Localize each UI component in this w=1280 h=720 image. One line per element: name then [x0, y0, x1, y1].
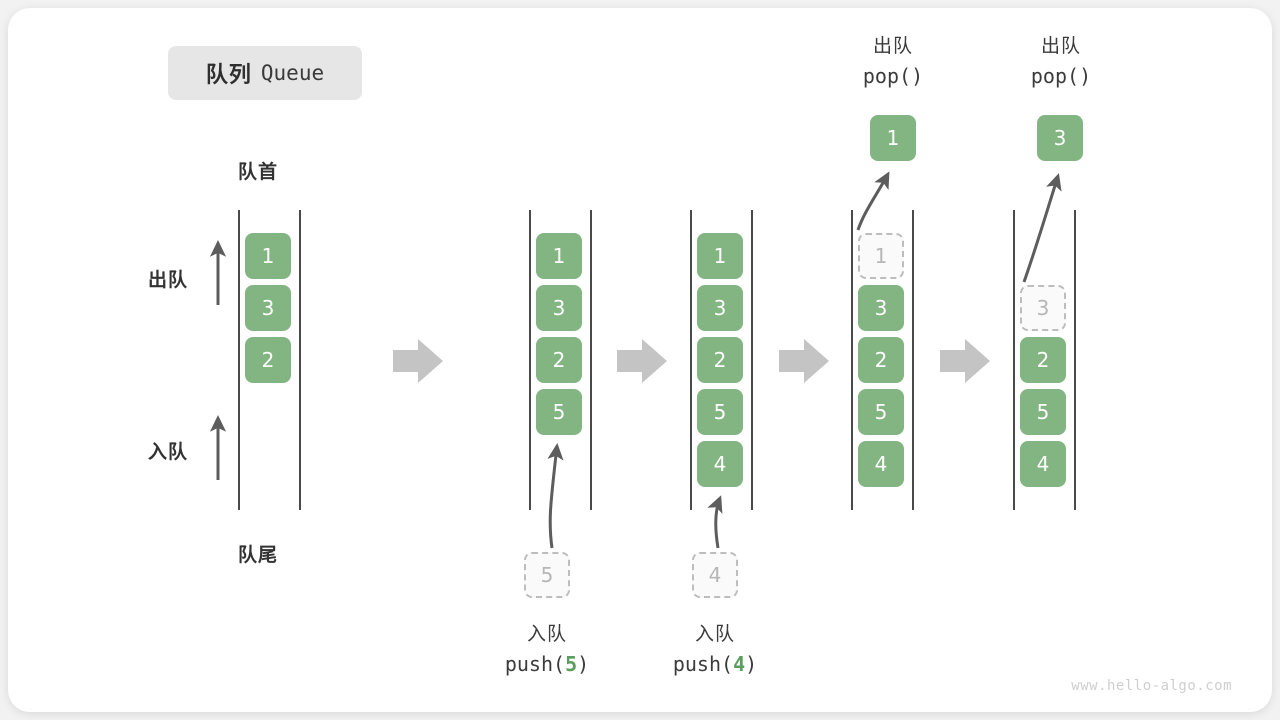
queue-element: 4: [858, 441, 904, 487]
operation-label-code: push(5): [504, 652, 590, 677]
figure-title-cn: 队列: [205, 63, 252, 88]
figure-title-en: Queue: [260, 61, 325, 85]
popped-element: 1: [870, 115, 916, 161]
queue-rail-left-3: [690, 210, 692, 510]
label-enqueue-direction: 入队: [148, 441, 189, 463]
label-dequeue-direction: 出队: [148, 269, 189, 291]
queue-element: 3: [536, 285, 582, 331]
popped-element: 3: [1037, 115, 1083, 161]
figure-card: [8, 8, 1272, 712]
queue-rail-left-4: [851, 210, 853, 510]
queue-element: 3: [245, 285, 291, 331]
incoming-element-ghost: 4: [692, 552, 738, 598]
label-queue-tail: 队尾: [238, 544, 279, 566]
operation-label-cn: 出队: [1040, 35, 1081, 57]
queue-rail-left-2: [529, 210, 531, 510]
queue-rail-right-5: [1074, 210, 1076, 510]
operation-label-code: push(4): [672, 652, 758, 677]
operation-label-code: pop(): [1030, 64, 1092, 89]
queue-element: 3: [697, 285, 743, 331]
queue-element-pushed: 4: [697, 441, 743, 487]
queue-element: 2: [858, 337, 904, 383]
label-queue-head: 队首: [238, 161, 279, 183]
incoming-element-ghost: 5: [524, 552, 570, 598]
queue-element: 5: [858, 389, 904, 435]
queue-rail-left-5: [1013, 210, 1015, 510]
operation-label-cn: 入队: [694, 623, 735, 645]
queue-rail-right-3: [751, 210, 753, 510]
queue-element: 2: [536, 337, 582, 383]
queue-element: 1: [697, 233, 743, 279]
operation-label-push-4: 入队 push(4): [634, 620, 796, 680]
popped-slot-ghost: 3: [1020, 285, 1066, 331]
queue-rail-left-1: [238, 210, 240, 510]
queue-element: 5: [1020, 389, 1066, 435]
figure-title-badge: 队列 Queue: [168, 46, 362, 100]
queue-rail-right-2: [590, 210, 592, 510]
queue-element-pushed: 5: [536, 389, 582, 435]
popped-slot-ghost: 1: [858, 233, 904, 279]
operation-label-push-5: 入队 push(5): [466, 620, 628, 680]
queue-element: 5: [697, 389, 743, 435]
queue-element: 2: [245, 337, 291, 383]
queue-element: 4: [1020, 441, 1066, 487]
queue-element: 2: [697, 337, 743, 383]
operation-label-cn: 出队: [872, 35, 913, 57]
queue-rail-right-1: [299, 210, 301, 510]
queue-element: 1: [536, 233, 582, 279]
queue-element: 2: [1020, 337, 1066, 383]
operation-label-cn: 入队: [526, 623, 567, 645]
queue-rail-right-4: [912, 210, 914, 510]
queue-element: 1: [245, 233, 291, 279]
queue-element: 3: [858, 285, 904, 331]
watermark: www.hello-algo.com: [1071, 678, 1232, 694]
operation-label-pop-1: 出队 pop(): [812, 32, 974, 92]
operation-label-pop-3: 出队 pop(): [980, 32, 1142, 92]
operation-label-code: pop(): [862, 64, 924, 89]
